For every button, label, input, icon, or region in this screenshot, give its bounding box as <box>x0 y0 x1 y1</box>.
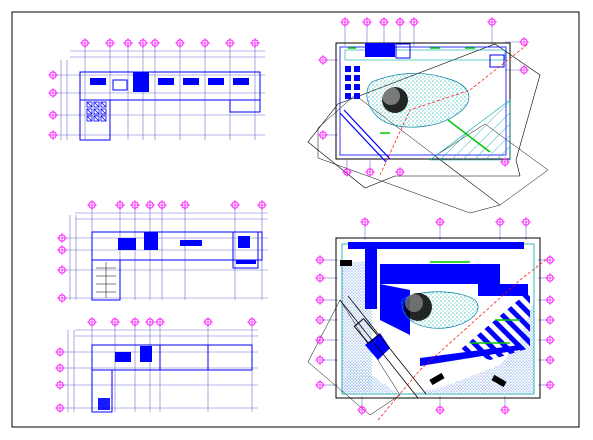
plan-top-right <box>307 22 549 214</box>
grid-markers <box>48 17 555 415</box>
plan-bottom-right <box>307 222 550 421</box>
plan-top-left <box>53 43 265 141</box>
plan-middle-left <box>62 205 268 301</box>
plan-bottom-left <box>60 322 258 413</box>
sheet-frame <box>11 11 580 428</box>
